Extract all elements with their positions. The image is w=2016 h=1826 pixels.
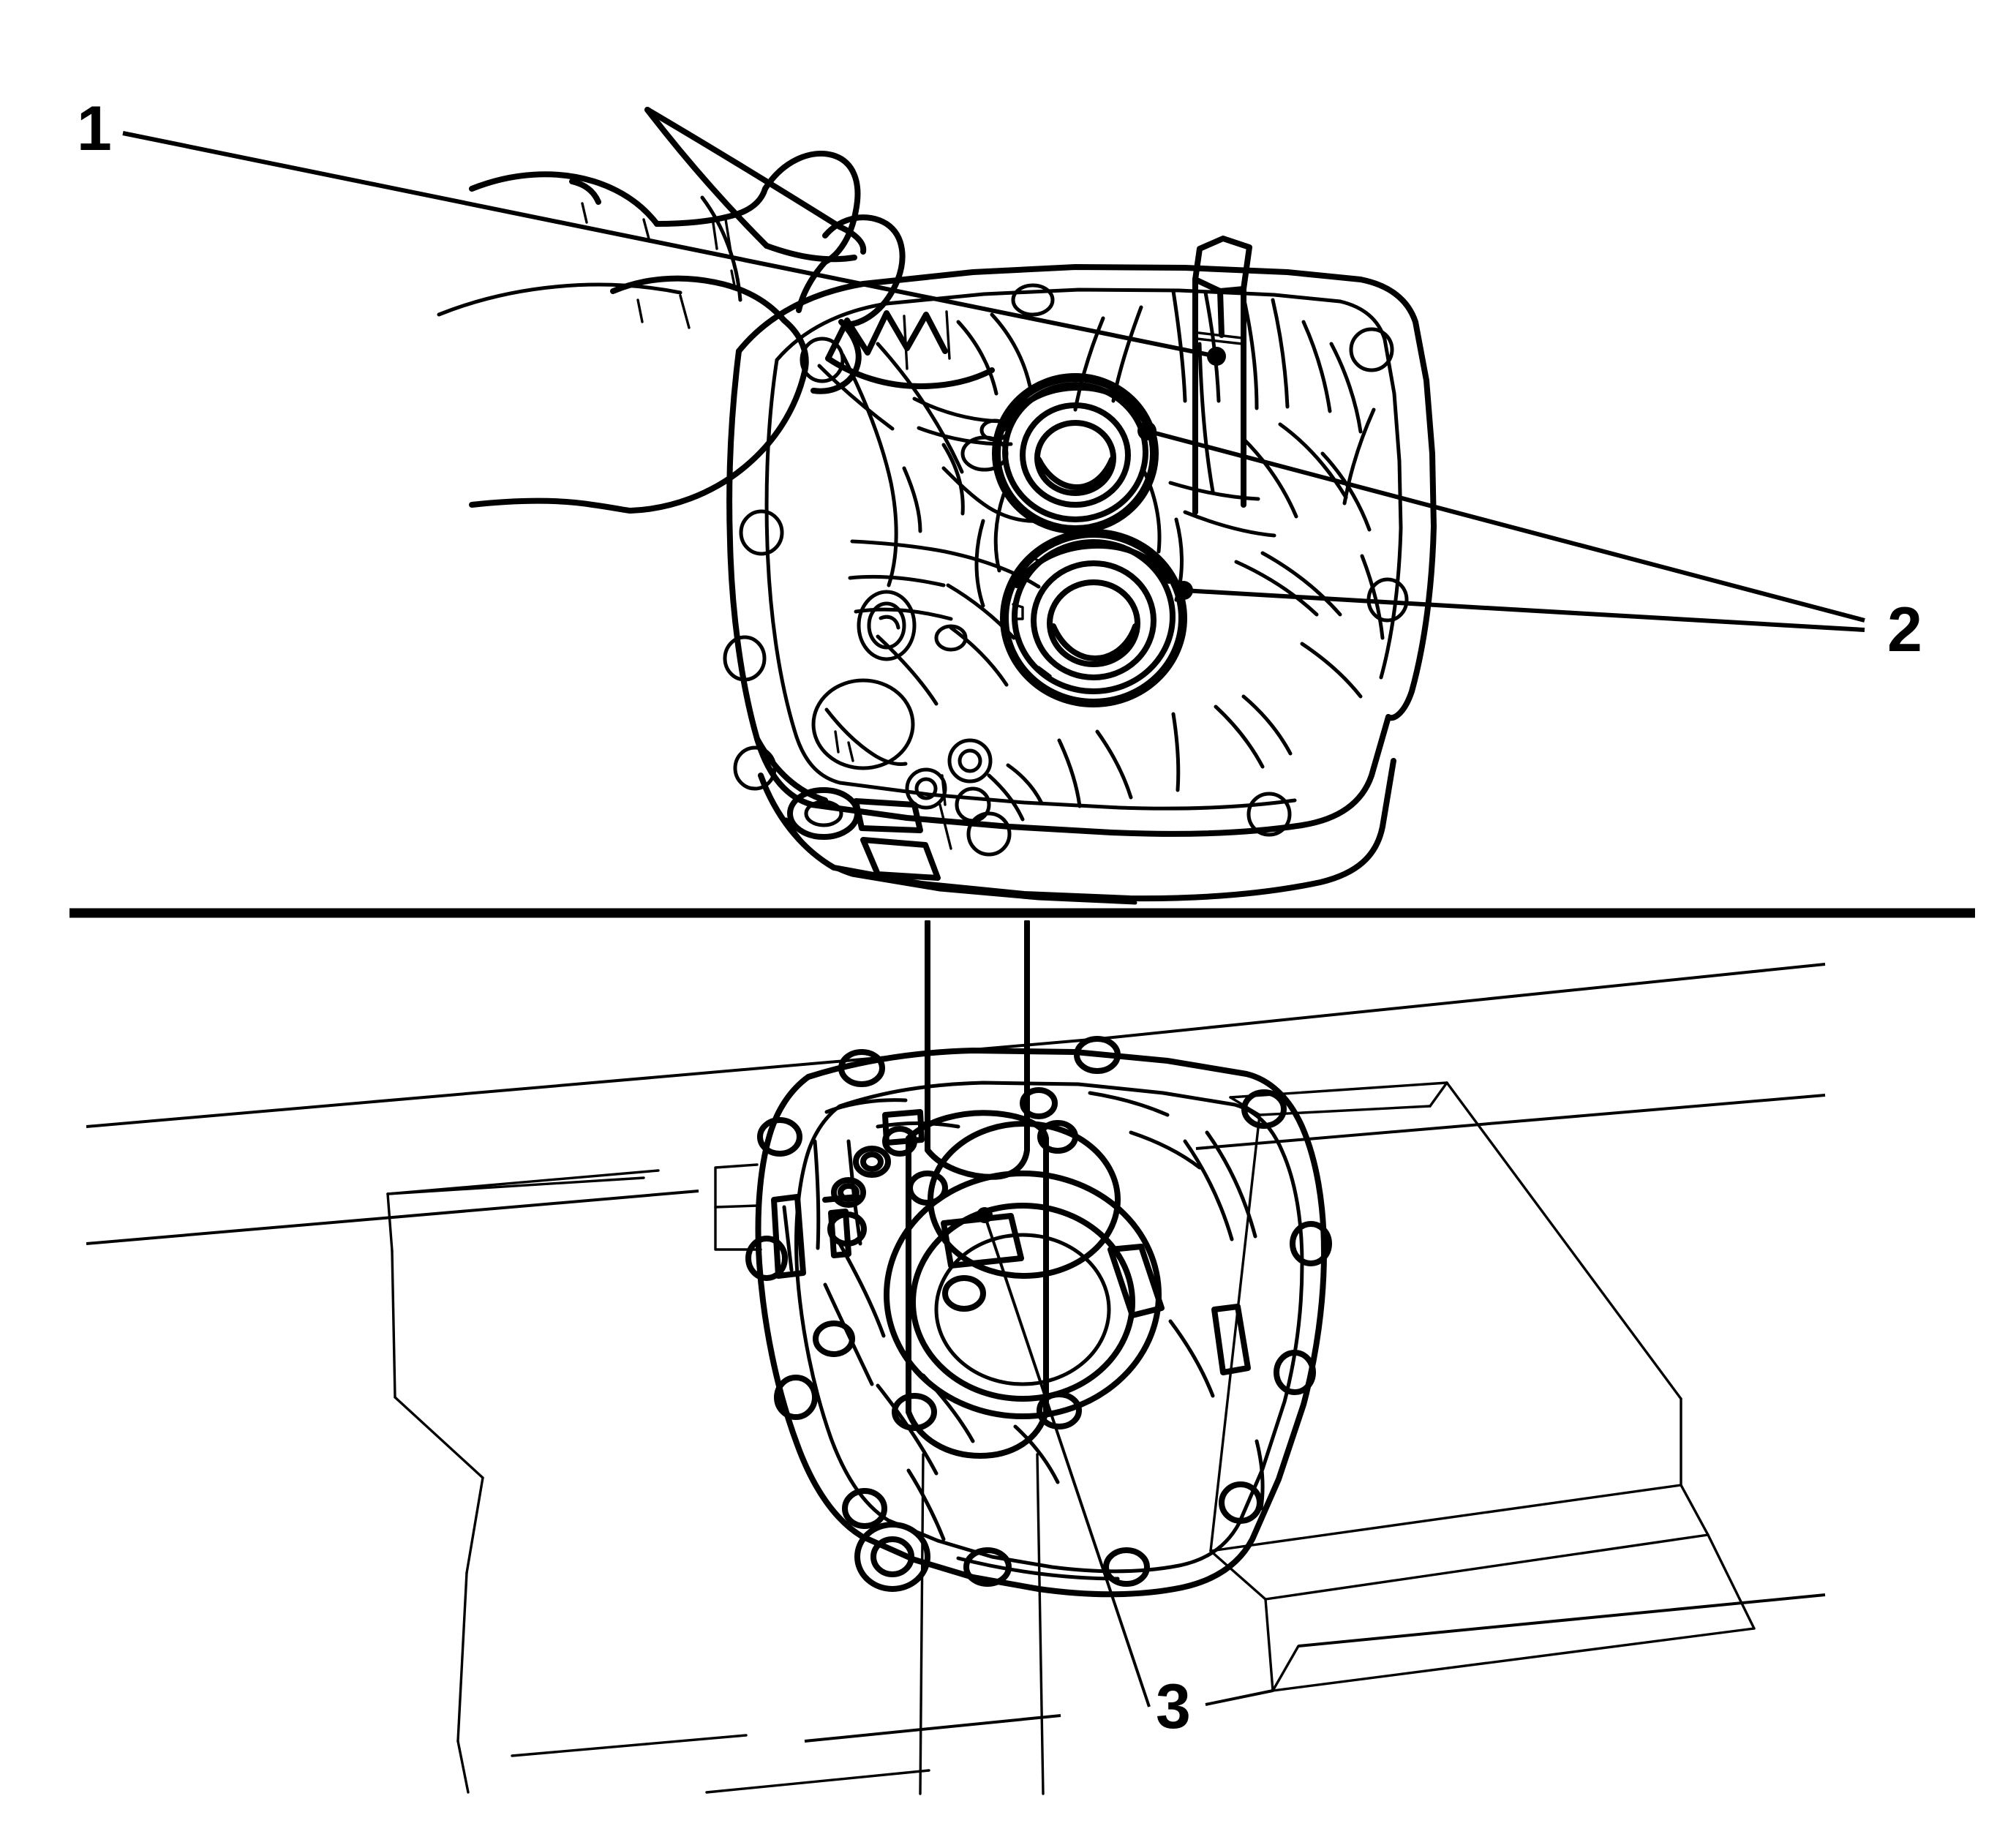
panel-bottom-artwork — [86, 920, 1826, 1795]
callout-2-leader-upper — [1146, 429, 1865, 623]
callout-label-1: 1 — [77, 94, 112, 164]
callout-2-dot-lower — [1174, 581, 1193, 600]
callout-label-2: 2 — [1887, 595, 1922, 665]
callout-2-leader-lower — [1183, 588, 1865, 632]
panel-top-artwork — [122, 107, 1865, 905]
hand-with-pick-tool — [469, 107, 906, 514]
callout-2-dot-upper — [1137, 421, 1156, 440]
callout-1-leader — [122, 131, 1217, 358]
ball-bearing-lower — [1000, 529, 1187, 707]
transmission-case-bottom — [714, 1036, 1332, 1598]
press-ram-driver — [906, 920, 1049, 1795]
callout-1-dot — [1207, 347, 1226, 366]
hex-drift-pin — [1192, 236, 1252, 515]
case-top-detail — [825, 310, 1032, 396]
callout-label-3: 3 — [1156, 1672, 1191, 1742]
ball-bearing-upper — [992, 373, 1159, 534]
callout-3-dot — [977, 1207, 993, 1223]
callout-3-leader — [983, 1214, 1151, 1707]
transmission-case-top — [723, 264, 1437, 905]
